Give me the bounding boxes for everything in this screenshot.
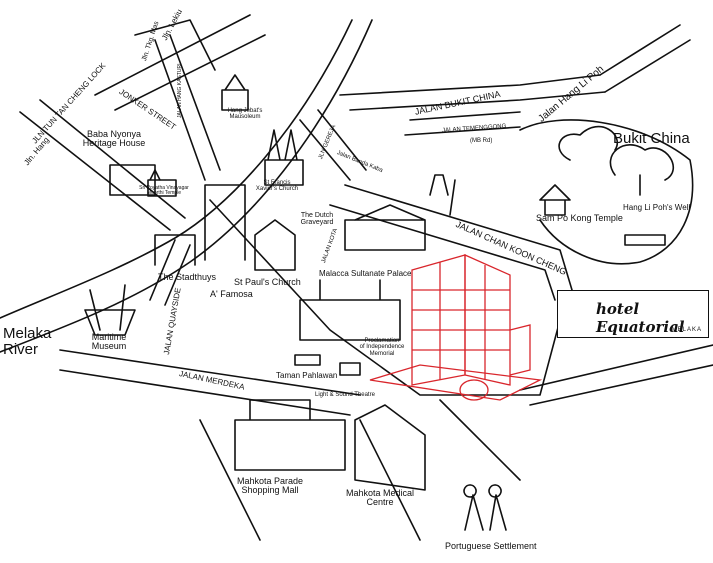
label-baba-nyonya: Baba Nyonya Heritage House [82,129,146,149]
road-bukit-china-ring [519,119,694,265]
label-sultanate-palace: Malacca Sultanate Palace [319,269,412,278]
hotel-name: hotel Equatorial [596,300,685,336]
road-quayside [149,239,191,306]
label-st-pauls: St Paul's Church [234,277,301,287]
label-maritime-museum: Maritime Museum [91,332,127,352]
label-taman-pahlawan: Taman Pahlawan [276,371,338,380]
road-kota-loop [209,199,561,396]
label-a-famosa: A' Famosa [210,289,253,299]
label-st-francis: St Francis Xavier's Church [255,180,299,193]
area-melaka-river: Melaka River [3,325,52,358]
label-hang-li-poh-well: Hang Li Poh's Well [623,203,691,212]
road-jonker-street [94,14,266,111]
road-hang-kasturi [154,34,221,181]
hotel-brand-box[interactable]: hotel Equatorial MELAKA [557,290,709,338]
road-coast [199,399,521,541]
road-bukit-china [339,74,606,111]
label-stadthuys: The Stadthuys [158,272,217,282]
road-merdeka [59,349,361,416]
label-sam-po-kong: Sam Po Kong Temple [536,213,623,223]
road-chan-koon-cheng [329,184,576,301]
street-hang-kasturi: JALAN HANG KASTURI [177,63,183,118]
road-hang-li-poh [599,24,691,93]
road-temenggong [404,111,521,136]
label-mahkota-medical: Mahkota Medical Centre [345,488,415,508]
label-hang-jebat: Hang Jebat's Mausoleum [227,108,263,121]
hotel-building [369,253,543,401]
road-lekiu [134,19,216,71]
building-sketches [84,74,674,531]
label-light-sound: Light & Sound Theatre [315,392,375,398]
road-gereja [299,109,367,181]
label-proclamation: Proclamation of Independence Memorial [359,338,405,357]
street-temenggong-sub: (MB Rd) [470,138,493,144]
area-bukit-china: Bukit China [613,130,690,147]
road-tun-tan-cheng-lock [19,99,186,231]
label-dutch-graveyard: The Dutch Graveyard [300,212,334,227]
label-vinayagar-temple: Sri Poyatha Vinayagar Moorthi Temple [139,185,189,197]
road-east [519,344,713,406]
hotel-city: MELAKA [671,327,702,333]
label-portuguese-settlement: Portuguese Settlement [445,541,537,551]
label-mahkota-parade: Mahkota Parade Shopping Mall [236,476,304,496]
